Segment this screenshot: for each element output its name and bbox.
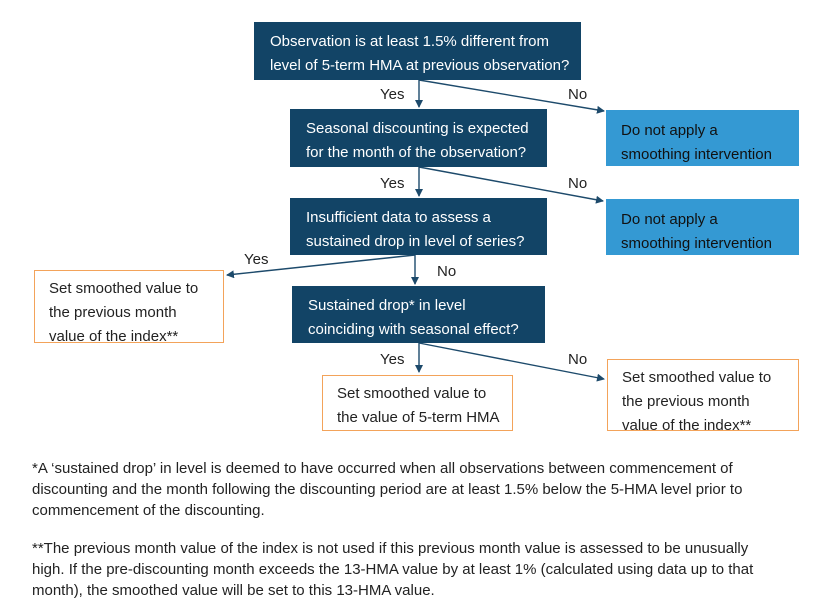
label-no-1: No bbox=[568, 86, 588, 103]
box-line: smoothing intervention bbox=[621, 146, 772, 163]
box-line: value of the index** bbox=[622, 417, 752, 434]
box-line: the previous month bbox=[622, 393, 750, 410]
label-no-4: No bbox=[568, 351, 588, 368]
outcome-box-previous-month-left: Set smoothed value to the previous month… bbox=[34, 270, 224, 345]
footnote-line: **The previous month value of the index … bbox=[32, 540, 749, 557]
box-line: smoothing intervention bbox=[621, 235, 772, 252]
footnote-line: commencement of the discounting. bbox=[32, 502, 265, 519]
box-line: Sustained drop* in level bbox=[308, 297, 466, 314]
footnote-line: *A ‘sustained drop’ in level is deemed t… bbox=[32, 460, 733, 477]
box-line: value of the index** bbox=[49, 328, 179, 345]
box-line: coinciding with seasonal effect? bbox=[308, 321, 519, 338]
box-line: Seasonal discounting is expected bbox=[306, 120, 529, 137]
arrow-q1-no bbox=[418, 79, 605, 114]
outcome-box-previous-month-right: Set smoothed value to the previous month… bbox=[607, 359, 799, 434]
label-no-2: No bbox=[568, 175, 588, 192]
label-yes-1: Yes bbox=[380, 86, 405, 103]
arrow-q3-yes bbox=[226, 254, 416, 279]
box-line: Insufficient data to assess a bbox=[306, 209, 491, 226]
question-box-insufficient-data: Insufficient data to assess a sustained … bbox=[290, 198, 547, 255]
box-line: the previous month bbox=[49, 304, 177, 321]
label-yes-2: Yes bbox=[380, 175, 405, 192]
label-no-3: No bbox=[437, 263, 457, 280]
box-line: Set smoothed value to bbox=[622, 369, 772, 386]
footnote-previous-month: **The previous month value of the index … bbox=[32, 538, 817, 601]
label-yes-3: Yes bbox=[244, 251, 269, 268]
box-line: Set smoothed value to bbox=[49, 280, 199, 297]
box-line: Do not apply a bbox=[621, 211, 718, 228]
outcome-box-5-term-hma: Set smoothed value to the value of 5-ter… bbox=[322, 375, 513, 431]
question-box-sustained-drop: Sustained drop* in level coinciding with… bbox=[292, 286, 545, 343]
box-line: Observation is at least 1.5% different f… bbox=[270, 33, 550, 50]
footnote-line: month), the smoothed value will be set t… bbox=[32, 582, 435, 599]
question-box-seasonal-discounting: Seasonal discounting is expected for the… bbox=[290, 109, 547, 167]
footnote-line: high. If the pre-discounting month excee… bbox=[32, 561, 754, 578]
no-intervention-box-2: Do not apply a smoothing intervention bbox=[606, 199, 799, 255]
box-line: for the month of the observation? bbox=[306, 144, 527, 161]
label-yes-4: Yes bbox=[380, 351, 405, 368]
question-box-hma-difference: Observation is at least 1.5% different f… bbox=[254, 22, 581, 80]
arrow-q4-no bbox=[418, 342, 605, 382]
footnote-sustained-drop: *A ‘sustained drop’ in level is deemed t… bbox=[32, 458, 817, 521]
arrow-q2-no bbox=[418, 166, 604, 204]
footnote-line: discounting and the month following the … bbox=[32, 481, 743, 498]
box-line: Do not apply a bbox=[621, 122, 718, 139]
box-line: the value of 5-term HMA bbox=[337, 409, 500, 426]
box-line: level of 5-term HMA at previous observat… bbox=[270, 57, 570, 74]
no-intervention-box-1: Do not apply a smoothing intervention bbox=[606, 110, 799, 166]
box-line: Set smoothed value to bbox=[337, 385, 487, 402]
box-line: sustained drop in level of series? bbox=[306, 233, 525, 250]
